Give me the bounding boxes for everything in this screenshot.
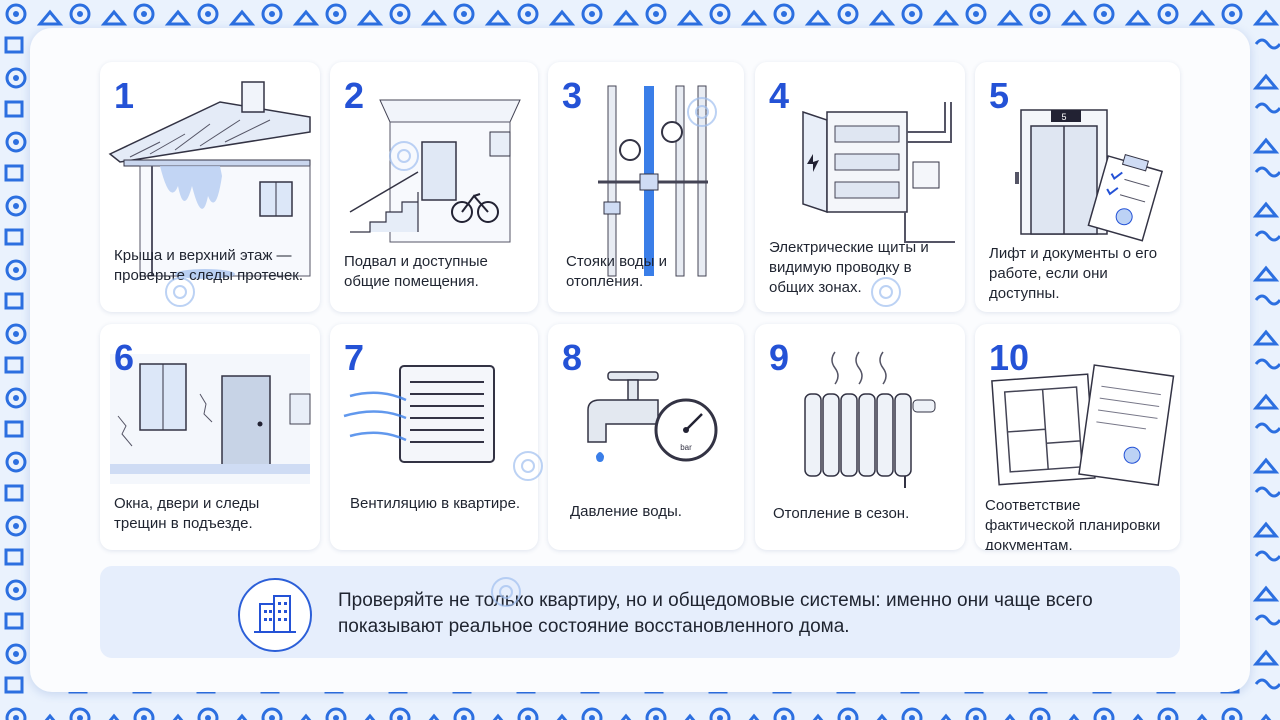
tip-text: Проверяйте не только квартиру, но и обще…: [338, 590, 1093, 637]
card-elevator: 5 5 Лифт и документы о его работе, если …: [975, 62, 1180, 312]
card-heating: 9 Отопление в сезон.: [755, 324, 965, 550]
card-basement: 2 Подвал и доступные общие помещения.: [330, 62, 538, 312]
card-number: 6: [114, 337, 135, 378]
card-number: 5: [989, 75, 1010, 116]
card-number: 3: [562, 75, 583, 116]
card-caption: Стояки воды и отопления.: [566, 253, 668, 290]
card-water-pressure: bar 8 Давление воды.: [548, 324, 744, 550]
pipes-icon: [598, 85, 708, 277]
card-caption: Вентиляцию в квартире.: [350, 495, 521, 512]
gauge-unit-label: bar: [680, 443, 692, 452]
card-roof: 1 Крыша и верхний этаж — проверьте следы…: [100, 62, 320, 312]
floor-plan-icon: [991, 364, 1175, 486]
roof-icon: [108, 81, 311, 279]
card-caption: Лифт и документы о его работе, если они …: [989, 245, 1158, 302]
card-caption: Подвал и доступные общие помещения.: [344, 253, 488, 290]
elevator-icon: 5: [1015, 109, 1164, 242]
card-electrical: 4 Электрические щиты и видимую проводку …: [755, 62, 965, 312]
card-caption: Электрические щиты и видимую проводку в …: [769, 239, 929, 296]
stairs-icon: [349, 99, 521, 243]
card-caption: Окна, двери и следы трещин в подъезде.: [114, 495, 260, 532]
elevator-floor-label: 5: [1061, 112, 1066, 122]
door-window-icon: [110, 354, 311, 484]
card-number: 9: [769, 337, 790, 378]
water-pressure-icon: bar: [587, 371, 718, 462]
tip-box: Проверяйте не только квартиру, но и обще…: [100, 566, 1180, 658]
card-caption: Отопление в сезон.: [773, 505, 910, 522]
card-number: 4: [769, 75, 790, 116]
card-ventilation: 7 Вентиляцию в квартире.: [330, 324, 538, 550]
card-floor-plan: 10 Соответствие фактической планировки д…: [975, 324, 1180, 550]
card-number: 10: [989, 337, 1030, 378]
building-icon: [238, 578, 312, 652]
card-number: 1: [114, 75, 135, 116]
card-risers: 3 Стояки воды и отопления.: [548, 62, 744, 312]
card-caption: Крыша и верхний этаж — проверьте следы п…: [114, 247, 304, 284]
card-number: 2: [344, 75, 365, 116]
ventilation-icon: [343, 365, 495, 463]
electrical-panel-icon: [802, 102, 955, 243]
card-caption: Давление воды.: [570, 503, 682, 520]
card-doors-windows: 6 Окна, двери и следы трещин в подъезде.: [100, 324, 320, 550]
card-caption: Соответствие фактической планировки доку…: [985, 497, 1161, 550]
card-number: 8: [562, 337, 583, 378]
radiator-icon: [804, 351, 936, 488]
card-number: 7: [344, 337, 365, 378]
